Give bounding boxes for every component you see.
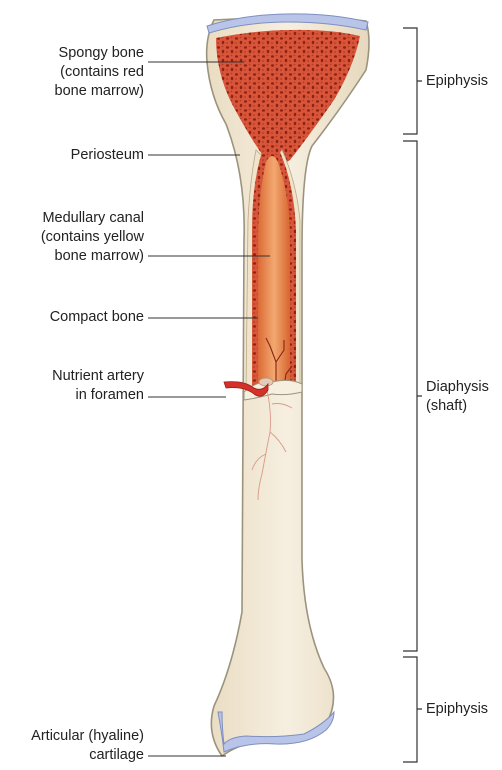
label-epiphysis-bottom: Epiphysis bbox=[426, 700, 488, 719]
medullary-canal bbox=[258, 156, 290, 388]
foramen bbox=[259, 378, 273, 386]
label-spongy-bone: Spongy bone (contains red bone marrow) bbox=[55, 44, 144, 101]
label-medullary-canal: Medullary canal (contains yellow bone ma… bbox=[41, 209, 144, 266]
label-diaphysis: Diaphysis (shaft) bbox=[426, 378, 489, 416]
label-epiphysis-top: Epiphysis bbox=[426, 72, 488, 91]
label-articular-cartilage: Articular (hyaline) cartilage bbox=[31, 727, 144, 765]
region-brackets bbox=[403, 28, 422, 762]
label-periosteum: Periosteum bbox=[71, 146, 144, 165]
label-compact-bone: Compact bone bbox=[50, 308, 144, 327]
label-nutrient-artery: Nutrient artery in foramen bbox=[52, 367, 144, 405]
